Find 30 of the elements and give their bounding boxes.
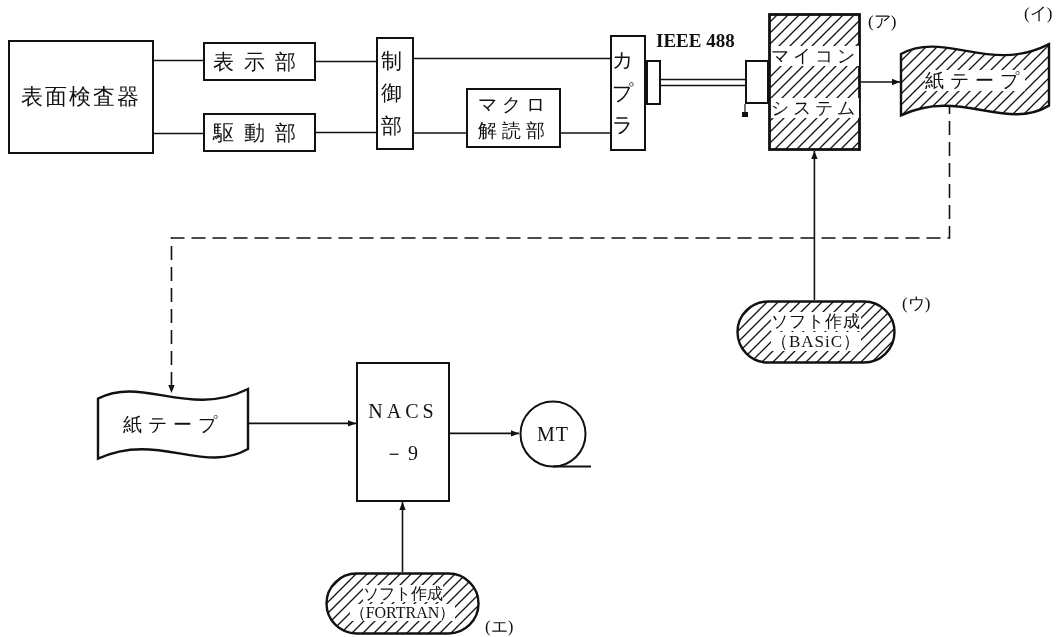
connector-line (153, 132, 204, 135)
connector-line (315, 60, 377, 63)
arrow (860, 78, 901, 86)
callout-label: (ア) (868, 11, 897, 33)
connector-line (413, 132, 467, 134)
process-box: 駆動部 (203, 113, 316, 152)
node-label: MT (537, 422, 569, 446)
arrow (811, 150, 818, 301)
callout-label: (エ) (485, 616, 514, 637)
node-label: 紙テープ (123, 413, 223, 437)
plug-box (745, 60, 769, 104)
process-box: 制御部 (376, 37, 414, 150)
plug-box (646, 60, 661, 105)
arrow (399, 501, 406, 573)
callout-label: (イ) (1024, 3, 1053, 25)
connector-line (315, 131, 377, 134)
connector-line (660, 78, 746, 87)
process-box: NACS －9 (356, 362, 450, 502)
node-label: 紙テープ (925, 69, 1025, 93)
connector-line (413, 57, 611, 60)
arrow (449, 430, 520, 437)
process-box: 表示部 (203, 42, 316, 81)
process-box: カプラ (610, 35, 646, 151)
connector-line (153, 59, 204, 62)
arrow (248, 420, 357, 427)
process-box: 表面検査器 (8, 40, 154, 154)
connector-line (560, 132, 611, 134)
callout-label: (ウ) (902, 293, 931, 315)
node-label: ソフト作成（BASiC） (769, 312, 863, 352)
process-box: マクロ解読部 (466, 88, 561, 148)
